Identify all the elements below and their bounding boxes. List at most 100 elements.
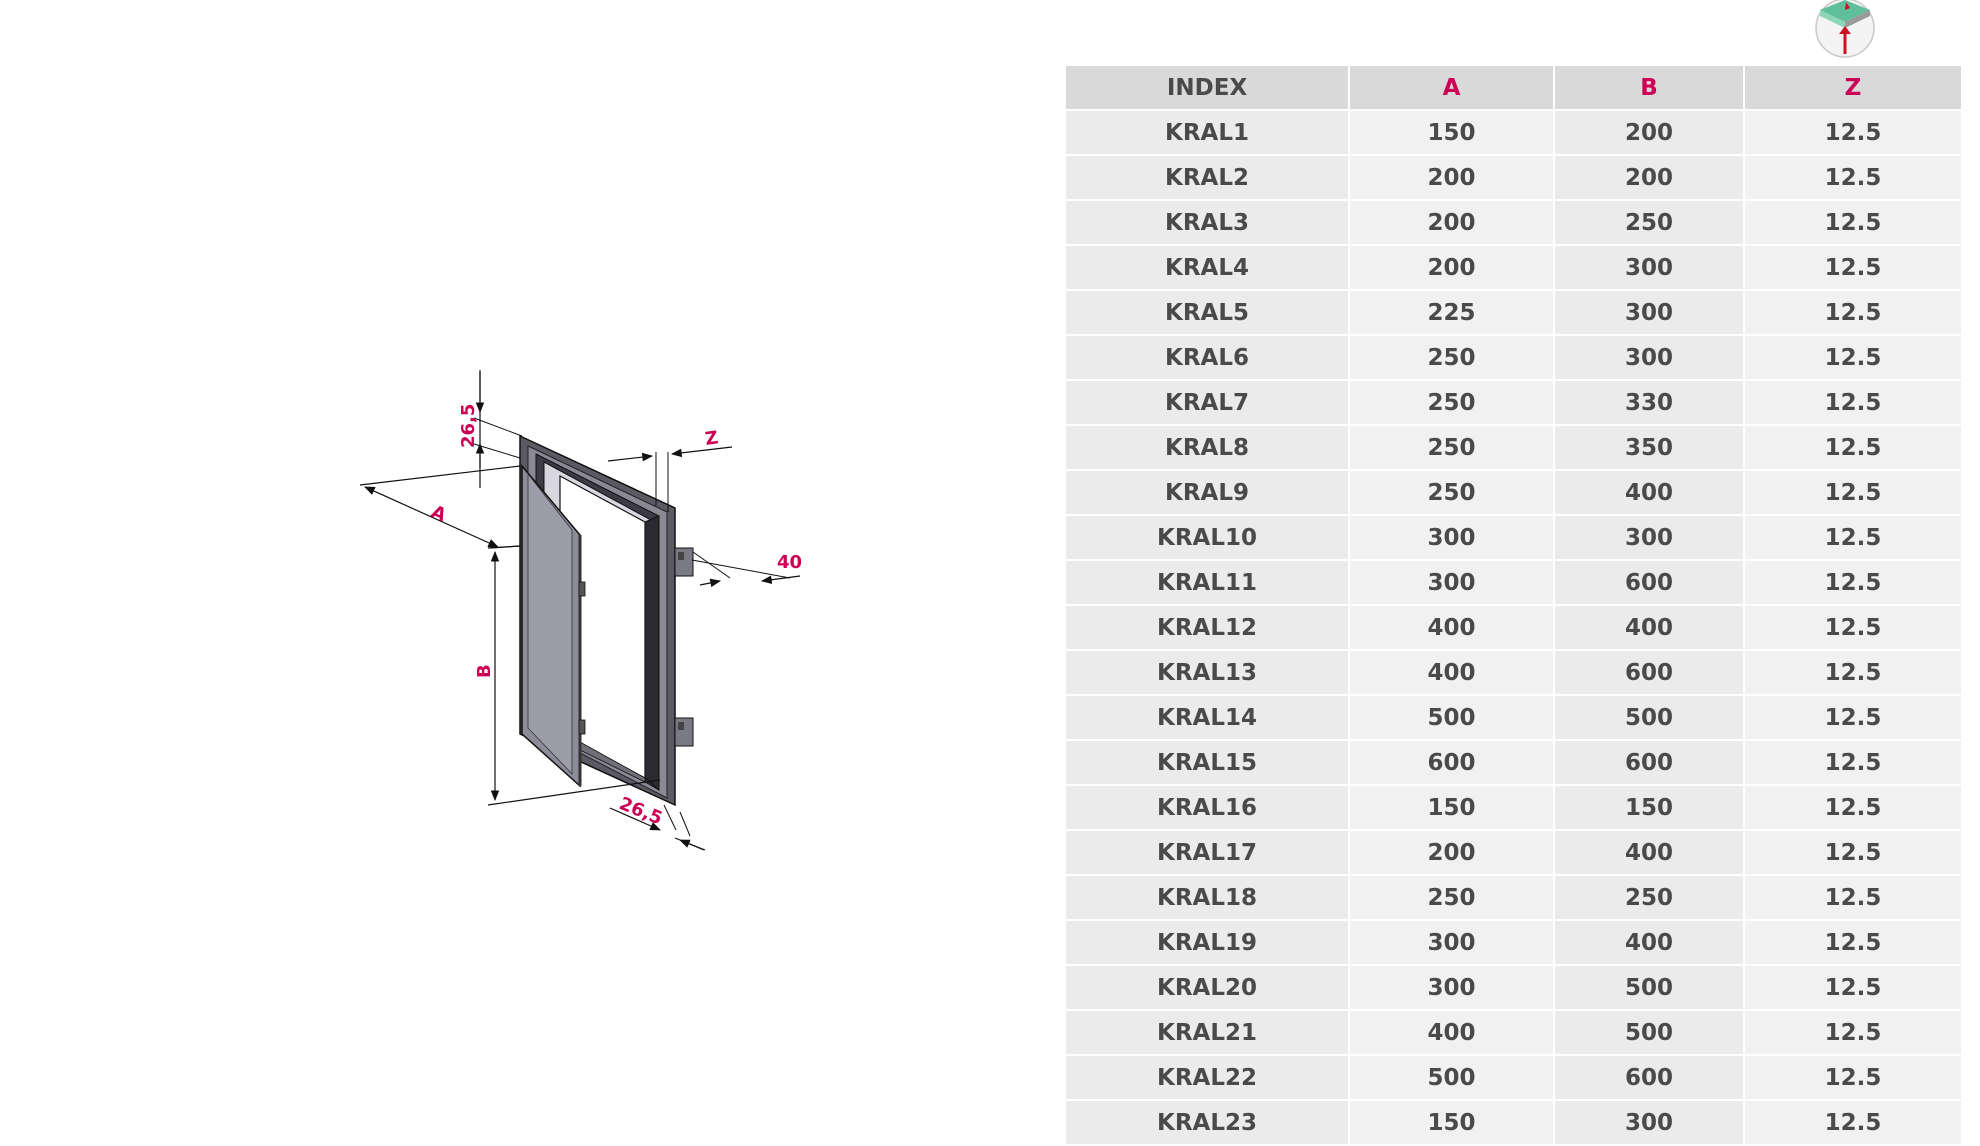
dim-z-label: Z: [704, 427, 720, 450]
cell-z: 12.5: [1745, 696, 1963, 741]
dimension-top-offset: 26,5: [458, 370, 523, 488]
dim-top-offset-label: 26,5: [458, 404, 479, 448]
header-b: B: [1555, 66, 1745, 111]
cell-b: 300: [1555, 1101, 1745, 1146]
cell-z: 12.5: [1745, 426, 1963, 471]
cell-z: 12.5: [1745, 606, 1963, 651]
cell-index: KRAL23: [1066, 1101, 1350, 1146]
dimension-b: B: [474, 545, 661, 806]
dim-depth-label: 40: [777, 552, 802, 573]
header-index: INDEX: [1066, 66, 1350, 111]
cell-z: 12.5: [1745, 246, 1963, 291]
cell-z: 12.5: [1745, 516, 1963, 561]
cell-b: 250: [1555, 201, 1745, 246]
cell-b: 300: [1555, 246, 1745, 291]
cell-z: 12.5: [1745, 561, 1963, 606]
cell-index: KRAL16: [1066, 786, 1350, 831]
cell-index: KRAL2: [1066, 156, 1350, 201]
cell-index: KRAL5: [1066, 291, 1350, 336]
cell-a: 300: [1350, 921, 1555, 966]
cell-z: 12.5: [1745, 381, 1963, 426]
cell-z: 12.5: [1745, 111, 1963, 156]
cell-index: KRAL17: [1066, 831, 1350, 876]
cell-index: KRAL22: [1066, 1056, 1350, 1101]
cell-a: 500: [1350, 1056, 1555, 1101]
cell-a: 200: [1350, 201, 1555, 246]
cell-index: KRAL4: [1066, 246, 1350, 291]
cell-a: 150: [1350, 111, 1555, 156]
cell-z: 12.5: [1745, 291, 1963, 336]
cell-a: 225: [1350, 291, 1555, 336]
cell-z: 12.5: [1745, 741, 1963, 786]
cell-b: 400: [1555, 471, 1745, 516]
cell-z: 12.5: [1745, 471, 1963, 516]
cell-a: 250: [1350, 381, 1555, 426]
cell-z: 12.5: [1745, 336, 1963, 381]
cell-a: 200: [1350, 156, 1555, 201]
cell-index: KRAL19: [1066, 921, 1350, 966]
cell-b: 300: [1555, 336, 1745, 381]
dim-a-label: A: [428, 501, 449, 526]
cell-a: 400: [1350, 1011, 1555, 1056]
cell-z: 12.5: [1745, 966, 1963, 1011]
cell-a: 150: [1350, 786, 1555, 831]
cell-index: KRAL13: [1066, 651, 1350, 696]
dim-bottom-offset-label: 26,5: [616, 793, 665, 829]
cell-a: 300: [1350, 516, 1555, 561]
cell-z: 12.5: [1745, 651, 1963, 696]
dimension-depth: 40: [691, 551, 802, 588]
cell-b: 600: [1555, 741, 1745, 786]
cell-a: 250: [1350, 471, 1555, 516]
dimension-z: Z: [607, 427, 733, 512]
cell-a: 250: [1350, 876, 1555, 921]
cell-z: 12.5: [1745, 1101, 1963, 1146]
cell-index: KRAL9: [1066, 471, 1350, 516]
cell-index: KRAL11: [1066, 561, 1350, 606]
cell-b: 330: [1555, 381, 1745, 426]
cell-a: 500: [1350, 696, 1555, 741]
cell-b: 300: [1555, 291, 1745, 336]
cell-b: 600: [1555, 1056, 1745, 1101]
cell-z: 12.5: [1745, 831, 1963, 876]
cell-index: KRAL12: [1066, 606, 1350, 651]
cell-z: 12.5: [1745, 156, 1963, 201]
cell-b: 350: [1555, 426, 1745, 471]
cell-z: 12.5: [1745, 921, 1963, 966]
cell-index: KRAL1: [1066, 111, 1350, 156]
cell-a: 250: [1350, 336, 1555, 381]
cell-b: 600: [1555, 651, 1745, 696]
header-a: A: [1350, 66, 1555, 111]
drywall-board-icon: [1815, 0, 1875, 58]
cell-z: 12.5: [1745, 786, 1963, 831]
cell-a: 250: [1350, 426, 1555, 471]
cell-b: 400: [1555, 831, 1745, 876]
cell-index: KRAL14: [1066, 696, 1350, 741]
cell-a: 200: [1350, 831, 1555, 876]
dimension-a: A: [359, 465, 521, 549]
cell-index: KRAL8: [1066, 426, 1350, 471]
cell-a: 150: [1350, 1101, 1555, 1146]
cell-index: KRAL7: [1066, 381, 1350, 426]
cell-a: 400: [1350, 651, 1555, 696]
table-header-row: INDEX A B Z: [1066, 66, 1963, 111]
cell-index: KRAL3: [1066, 201, 1350, 246]
cell-z: 12.5: [1745, 201, 1963, 246]
header-z: Z: [1745, 66, 1963, 111]
cell-b: 400: [1555, 921, 1745, 966]
